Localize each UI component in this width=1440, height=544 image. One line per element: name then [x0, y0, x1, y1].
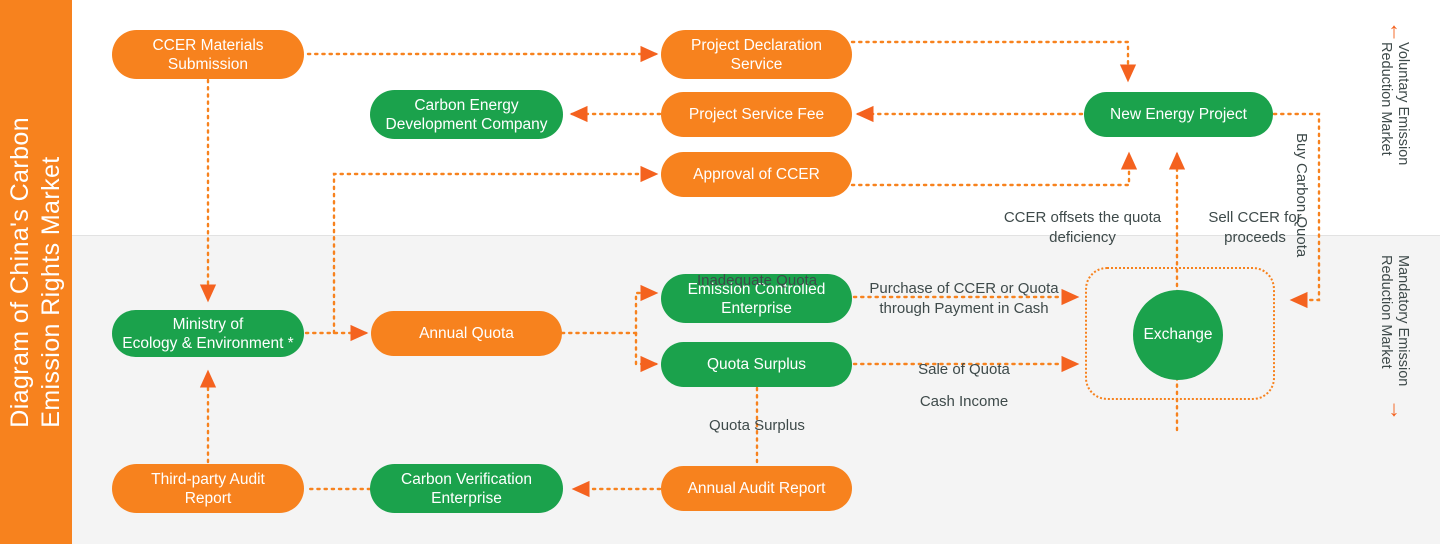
label-text: Quota Surplus [709, 417, 805, 434]
legend-label: Voluntary Emission Reduction Market [1378, 42, 1411, 166]
node-label: Project Declaration Service [691, 36, 822, 73]
node-label: Quota Surplus [706, 356, 807, 373]
node-exchange[interactable]: Exchange [1133, 290, 1223, 380]
node-label: Carbon Energy Development Company [385, 96, 548, 133]
node-label: Approval of CCER [693, 166, 820, 183]
node-quota-surplus[interactable]: Quota Surplus [661, 342, 852, 387]
node-project-service-fee[interactable]: Project Service Fee [661, 92, 852, 137]
node-label: Carbon Verification Enterprise [401, 470, 532, 507]
node-label: New Energy Project [1110, 106, 1247, 123]
node-label: Annual Quota [419, 325, 514, 342]
arrow-down-icon: ↓ [1388, 396, 1400, 422]
node-carbon-energy-development-company[interactable]: Carbon Energy Development Company [370, 90, 563, 139]
arrow-up-icon: ↑ [1388, 18, 1400, 43]
node-label: Annual Audit Report [687, 480, 826, 497]
page-title: Diagram of China's Carbon Emission Right… [6, 116, 65, 428]
legend-voluntary-market: ↑ Voluntary Emission Reduction Market [1372, 20, 1416, 225]
node-label: CCER Materials Submission [152, 36, 264, 73]
node-label: Project Service Fee [688, 106, 825, 123]
node-third-party-audit-report[interactable]: Third-party Audit Report [112, 464, 304, 513]
label-purchase-ccer-or-quota: Purchase of CCER or Quota through Paymen… [855, 259, 1073, 319]
node-label: Ministry of Ecology & Environment * [122, 315, 294, 352]
label-sale-of-quota: Sale of Quota [880, 340, 1048, 380]
node-approval-of-ccer[interactable]: Approval of CCER [661, 152, 852, 197]
legend-label: Mandatory Emission Reduction Market [1378, 255, 1411, 387]
node-annual-audit-report[interactable]: Annual Audit Report [661, 466, 852, 511]
label-text: Sale of Quota [918, 361, 1010, 378]
node-project-declaration-service[interactable]: Project Declaration Service [661, 30, 852, 79]
legend-mandatory-market: Mandatory Emission Reduction Market ↓ [1372, 255, 1416, 460]
label-text: CCER offsets the quota deficiency [1003, 209, 1162, 246]
node-new-energy-project[interactable]: New Energy Project [1084, 92, 1273, 137]
diagram-title-bar: Diagram of China's Carbon Emission Right… [0, 0, 72, 544]
node-emission-controlled-enterprise[interactable]: Emission Controlled Enterprise [661, 274, 852, 323]
node-carbon-verification-enterprise[interactable]: Carbon Verification Enterprise [370, 464, 563, 513]
node-label: Emission Controlled Enterprise [687, 280, 826, 317]
node-ccer-materials-submission[interactable]: CCER Materials Submission [112, 30, 304, 79]
label-text: Inadequate Quota [696, 272, 818, 289]
label-text: Buy Carbon Quota [1293, 133, 1310, 258]
exchange-group-box [1085, 267, 1275, 400]
node-label: Exchange [1143, 326, 1213, 343]
label-inadequate-quota: Inadequate Quota [657, 251, 857, 291]
node-annual-quota[interactable]: Annual Quota [371, 311, 562, 356]
label-buy-carbon-quota: Buy Carbon Quota [1293, 133, 1331, 257]
label-text: Cash Income [919, 393, 1009, 410]
label-quota-surplus: Quota Surplus [657, 396, 857, 436]
label-text: Purchase of CCER or Quota through Paymen… [869, 280, 1059, 317]
node-label: Third-party Audit Report [151, 470, 265, 507]
label-text: Sell CCER for proceeds [1208, 209, 1302, 246]
node-ministry-of-ecology-environment[interactable]: Ministry of Ecology & Environment * [112, 310, 304, 357]
label-ccer-offsets-quota-deficiency: CCER offsets the quota deficiency [975, 188, 1190, 248]
label-cash-income: Cash Income [880, 372, 1048, 412]
